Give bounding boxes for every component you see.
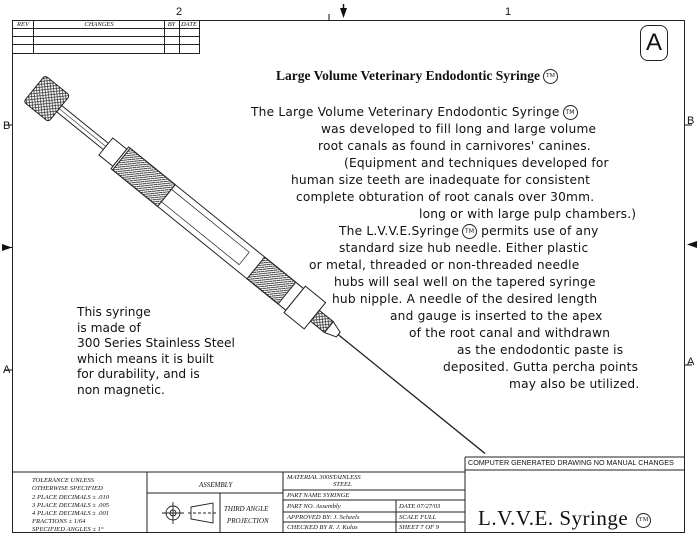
sheet-field: SHEET 7 OF 9: [399, 524, 439, 531]
desc-line-2: was developed to fill long and large vol…: [321, 122, 597, 136]
zone-label-b-right: B: [687, 115, 695, 127]
desc-line-12: hub nipple. A needle of the desired leng…: [332, 292, 598, 306]
zone-label-2: 2: [176, 6, 183, 18]
hub-thread: [246, 256, 297, 305]
hub-nipple: [323, 320, 341, 338]
drawing-frame: [12, 20, 685, 533]
desc-line-3: root canals as found in carnivores' cani…: [318, 139, 591, 153]
note-line-2: is made of: [77, 320, 141, 335]
computer-generated-note: COMPUTER GENERATED DRAWING NO MANUAL CHA…: [468, 458, 674, 467]
checked-by-field: CHECKED BY R. J. Kulas: [287, 524, 358, 531]
trademark-symbol: TM: [543, 69, 559, 85]
tolerance-title-1: TOLERANCE UNLESS: [32, 477, 94, 484]
desc-line-16: deposited. Gutta percha points: [443, 360, 639, 374]
approved-by-field: APPROVED BY: J. Scheels: [287, 514, 360, 521]
date-field: DATE 07/27/03: [399, 503, 441, 510]
material-field: MATERIAL 300STAINLESS: [287, 474, 361, 481]
third-angle-label: THIRD ANGLE: [224, 505, 269, 513]
assembly-label: ASSEMBLY: [199, 481, 233, 489]
tolerance-4place: 4 PLACE DECIMALS ± .001: [32, 510, 110, 517]
drawing-title-text: Large Volume Veterinary Endodontic Syrin…: [276, 68, 541, 83]
scale-field: SCALE FULL: [399, 514, 437, 521]
by-header: BY: [167, 21, 176, 28]
revision-letter-box: A: [631, 20, 685, 70]
note-line-3: 300 Series Stainless Steel: [77, 336, 235, 351]
note-line-5: for durability, and is: [77, 367, 200, 382]
tolerance-title-2: OTHERWISE SPECIFIED: [32, 485, 103, 492]
changes-header: CHANGES: [84, 21, 114, 28]
material-note: This syringe is made of 300 Series Stain…: [77, 305, 235, 399]
tolerance-angles: SPECIFIED ANGLES ± 1°: [32, 526, 104, 533]
desc-line-17: may also be utilized.: [509, 377, 640, 391]
desc-line-13: and gauge is inserted to the apex: [390, 309, 603, 323]
desc-line-4: (Equipment and techniques developed for: [344, 156, 609, 170]
desc-line-5: human size teeth are inadequate for cons…: [291, 173, 591, 187]
desc-line-7: long or with large pulp chambers.): [419, 207, 637, 221]
note-line-6: non magnetic.: [77, 382, 165, 397]
part-no-field: PART NO. Assembly: [287, 503, 341, 510]
desc-line-14: of the root canal and withdrawn: [409, 326, 611, 340]
desc-line-1: The Large Volume Veterinary Endodontic S…: [251, 104, 578, 121]
material-field-2: STEEL: [333, 481, 352, 488]
desc-line-15: as the endodontic paste is: [457, 343, 624, 357]
desc-line-9: standard size hub needle. Either plastic: [339, 241, 589, 255]
revision-block: REV CHANGES BY DATE: [12, 20, 200, 54]
revision-letter: A: [640, 25, 668, 61]
note-line-4: which means it is built: [77, 351, 214, 366]
rev-header: REV: [17, 21, 29, 28]
needle: [337, 334, 486, 455]
tolerance-3place: 3 PLACE DECIMALS ± .005: [32, 502, 110, 509]
desc-line-11: hubs will seal well on the tapered syrin…: [334, 275, 596, 289]
date-header: DATE: [180, 21, 197, 28]
zone-label-a-right: A: [687, 356, 695, 368]
desc-line-6: complete obturation of root canals over …: [296, 190, 595, 204]
drawing-title: Large Volume Veterinary Endodontic Syrin…: [276, 68, 559, 85]
zone-label-1: 1: [505, 6, 512, 18]
note-line-1: This syringe: [77, 305, 151, 319]
desc-line-10: or metal, threaded or non-threaded needl…: [309, 258, 580, 272]
projection-label: PROJECTION: [227, 517, 269, 525]
tolerance-fractions: FRACTIONS ± 1/64: [32, 518, 86, 525]
zone-label-b-left: B: [3, 120, 11, 132]
third-angle-projection-icon: [162, 502, 216, 524]
part-name-field: PART NAME SYRINGE: [287, 492, 350, 499]
tolerance-2place: 2 PLACE DECIMALS ± .010: [32, 494, 110, 501]
